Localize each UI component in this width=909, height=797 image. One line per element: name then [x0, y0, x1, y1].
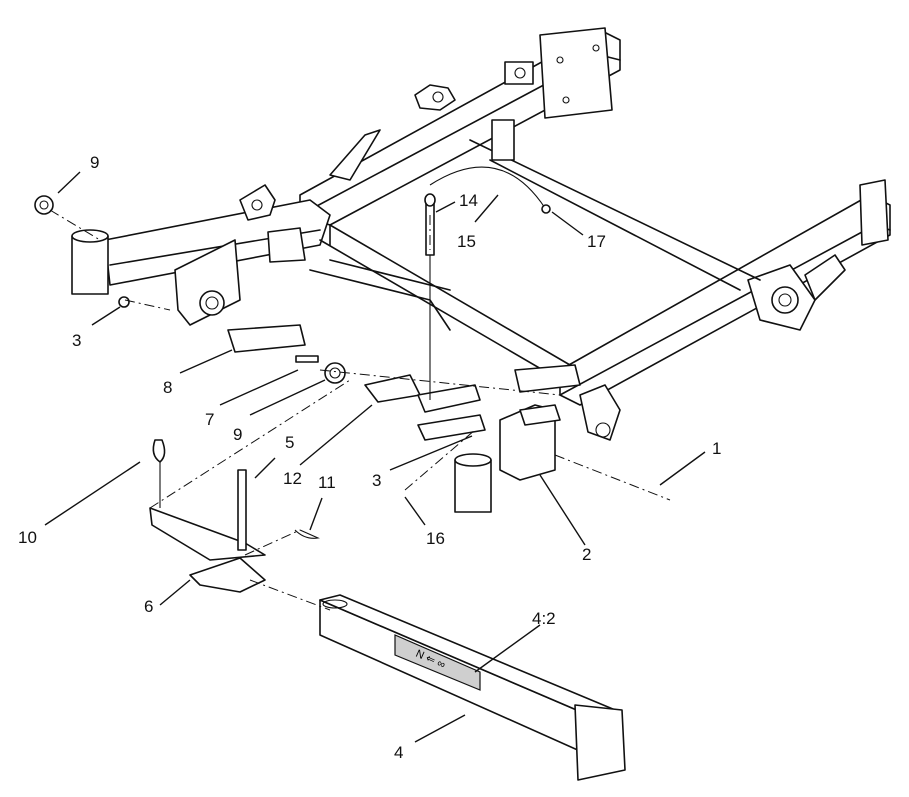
- callout-17: 17: [587, 232, 606, 251]
- callout-11: 11: [318, 473, 336, 492]
- callout-16: 16: [426, 529, 445, 548]
- callout-9-upper: 9: [90, 153, 99, 172]
- callout-9-lower: 9: [233, 425, 242, 444]
- callout-6: 6: [144, 597, 153, 616]
- left-frame-arm: [71, 184, 331, 326]
- right-frame-rail: [559, 179, 891, 441]
- callout-5: 5: [285, 433, 294, 452]
- cross-members: [309, 119, 761, 393]
- alignment-lines: [49, 209, 671, 611]
- callout-14: 14: [459, 191, 478, 210]
- callout-1: 1: [712, 439, 721, 458]
- callout-leaders: [44, 171, 706, 743]
- callout-7: 7: [205, 410, 214, 429]
- tongue-bar: N ⇐ ∞: [319, 594, 626, 781]
- callout-12: 12: [283, 469, 302, 488]
- left-loose-parts: [34, 195, 346, 593]
- callout-3-center: 3: [372, 471, 381, 490]
- callout-15: 15: [457, 232, 476, 251]
- callout-4: 4: [394, 743, 403, 762]
- callout-10: 10: [18, 528, 37, 547]
- callout-3-left: 3: [72, 331, 81, 350]
- callout-4-2: 4:2: [532, 609, 556, 628]
- callout-8: 8: [163, 378, 172, 397]
- hitch-assembly: [364, 166, 561, 513]
- rear-frame-rail: [299, 27, 621, 246]
- callout-2: 2: [582, 545, 591, 564]
- callout-labels: 9 14 15 17 3 8 7 9 5 12 11 3 1 10 16 2 6…: [18, 153, 721, 762]
